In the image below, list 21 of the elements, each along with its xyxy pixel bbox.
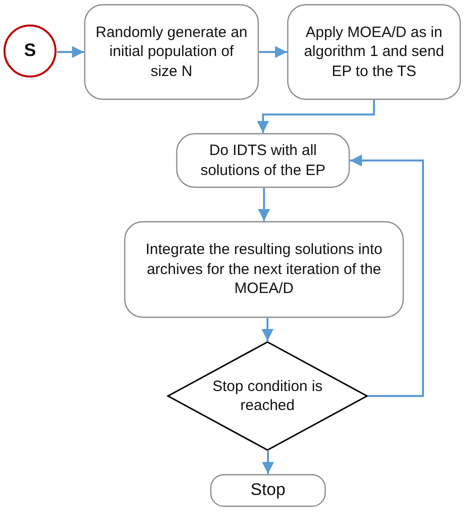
- process-box: [176, 133, 350, 188]
- node-label: Apply MOEA/D as in algorithm 1 and send EP to the TS: [302, 22, 446, 82]
- arrow: [57, 46, 84, 58]
- arrow: [257, 100, 375, 133]
- arrow: [258, 188, 270, 221]
- arrow: [350, 154, 424, 397]
- decision-diamond: [167, 341, 368, 451]
- node-label: Stop: [250, 479, 286, 502]
- process-box: [84, 4, 259, 100]
- arrow: [262, 318, 274, 341]
- arrow: [259, 46, 287, 58]
- process-box: [124, 221, 404, 318]
- arrow: [262, 451, 274, 474]
- node-label: S: [24, 39, 36, 62]
- node-label: Integrate the resulting solutions into archives for the next iteration of the MOEA/D: [144, 240, 384, 299]
- node-label: Do IDTS with all solutions of the EP: [199, 141, 327, 180]
- process-box: [287, 4, 461, 100]
- node-label: Randomly generate an initial population of size N: [94, 22, 248, 82]
- process-box: [210, 474, 326, 507]
- start-circle: [3, 24, 57, 78]
- node-label: Stop condition is reached: [211, 376, 324, 416]
